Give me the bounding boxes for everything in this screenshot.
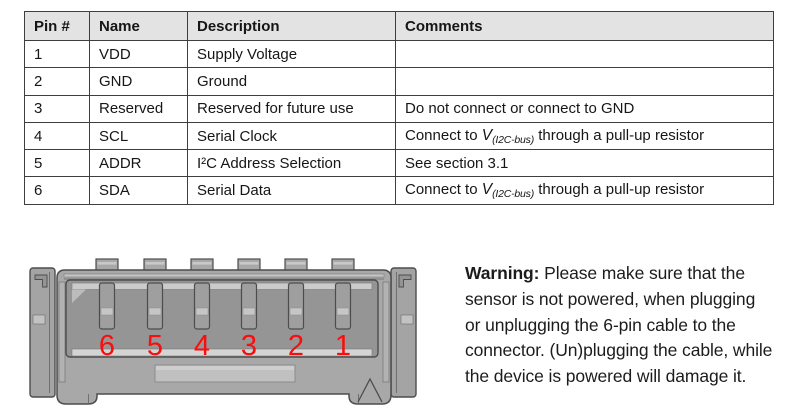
warning-line: or unplugging the 6-pin cable to the [465,314,736,335]
polarity-triangle [357,377,383,403]
mounting-ear-left [29,267,56,398]
cell-comment [395,39,774,69]
cavity-bottom-highlight [71,348,373,357]
pin-number-3: 3 [241,330,257,362]
cell-name: VDD [89,39,188,69]
voltage-subscript: (I2C-bus) [492,133,535,146]
cell-name: GND [89,67,188,96]
cell-pin: 3 [24,94,90,123]
voltage-symbol: V [481,126,493,144]
cell-desc: Serial Data [187,176,396,205]
pin-slot-contacts [100,307,350,316]
warning-text: Warning: Please make sure that the senso… [465,261,796,390]
header-name: Name [89,11,188,41]
pin-number-5: 5 [147,330,163,362]
cell-pin: 1 [24,39,90,69]
cell-name: SCL [89,121,188,151]
mounting-ear-right [390,267,417,398]
header-pin: Pin # [24,11,90,41]
warning-line: sensor is not powered, when plugging [465,288,756,309]
cell-name: SDA [89,176,188,205]
cell-comment: Do not connect or connect to GND [395,94,774,123]
connector-drawing: 6 5 4 3 2 1 [29,258,417,405]
cell-pin: 2 [24,67,90,96]
cell-pin: 6 [24,176,90,205]
voltage-symbol: V [481,181,493,199]
connector-figure: 6 5 4 3 2 1 [28,258,418,406]
cell-name: ADDR [89,149,188,178]
side-panel-right [382,281,390,383]
table-row: 4 SCL Serial Clock Connect to V(I2C-bus)… [24,121,774,151]
cell-name: Reserved [89,94,188,123]
warning-line: connector. (Un)plugging the cable, while [465,340,773,361]
bottom-tab-highlight [156,366,294,370]
table-row: 5 ADDR I²C Address Selection See section… [24,149,774,178]
cell-pin: 5 [24,149,90,178]
table-row: 3 Reserved Reserved for future use Do no… [24,94,774,123]
cavity-top-highlight [71,282,373,290]
cell-desc: I²C Address Selection [187,149,396,178]
top-groove-highlight [63,273,385,278]
table-row: 1 VDD Supply Voltage [24,39,774,69]
cell-comment: Connect to V(I2C-bus) through a pull-up … [395,121,774,151]
table-row: 6 SDA Serial Data Connect to V(I2C-bus) … [24,176,774,205]
tab-highlights [97,262,353,265]
cell-comment [395,67,774,96]
pin-number-1: 1 [335,330,351,362]
cell-comment: Connect to V(I2C-bus) through a pull-up … [395,176,774,205]
warning-line: Warning: Please make sure that the [465,263,745,283]
cell-comment: See section 3.1 [395,149,774,178]
cell-desc: Supply Voltage [187,39,396,69]
table-header-row: Pin # Name Description Comments [24,11,774,41]
pin-number-6: 6 [99,330,115,362]
header-description: Description [187,11,396,41]
table-row: 2 GND Ground [24,67,774,96]
side-panel-left [58,281,66,383]
pin-assignment-table: Pin # Name Description Comments 1 VDD Su… [24,11,774,205]
cell-desc: Serial Clock [187,121,396,151]
pin-number-2: 2 [288,330,304,362]
voltage-subscript: (I2C-bus) [492,188,535,201]
pin-slots [98,282,352,330]
cavity-corner-chamfer [72,289,86,303]
warning-label: Warning: [465,263,540,283]
cell-desc: Ground [187,67,396,96]
pin-number-4: 4 [194,330,210,362]
header-comments: Comments [395,11,774,41]
cell-pin: 4 [24,121,90,151]
warning-line: the device is powered will damage it. [465,366,747,387]
cell-desc: Reserved for future use [187,94,396,123]
